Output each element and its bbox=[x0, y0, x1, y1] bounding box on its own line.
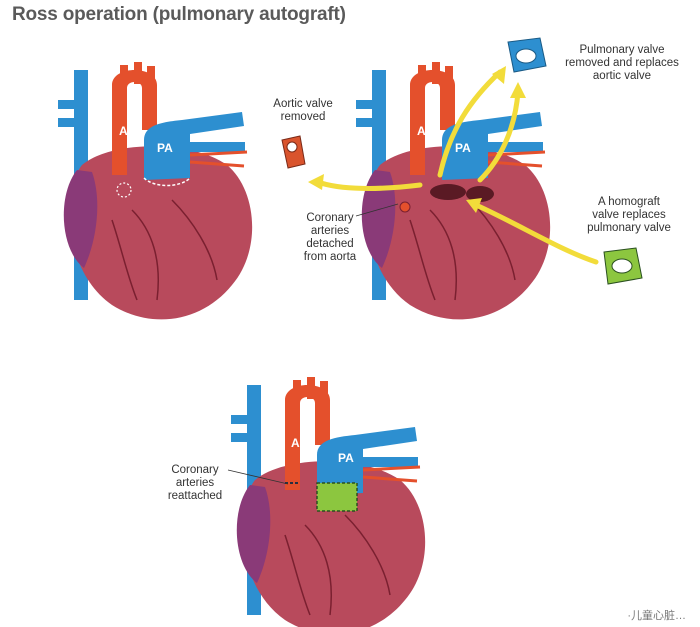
yellow-arrows bbox=[315, 69, 599, 265]
label-coronary-detached: Coronary arteries detached from aorta bbox=[303, 212, 357, 263]
label-homograft-replaces: A homograft valve replaces pulmonary val… bbox=[587, 196, 671, 234]
homograft-valve-icon bbox=[603, 247, 643, 285]
leader-detached bbox=[355, 203, 399, 217]
label-pa-3: PA bbox=[338, 451, 354, 465]
label-pulmonary-valve-replaces: Pulmonary valve removed and replaces aor… bbox=[565, 44, 679, 82]
watermark: ·儿童心脏… bbox=[627, 610, 686, 622]
heart-before bbox=[56, 60, 254, 321]
label-ao-2: Ao bbox=[417, 124, 433, 138]
heart-during bbox=[354, 60, 552, 321]
leader-reattached bbox=[227, 469, 289, 485]
label-aortic-valve-removed: Aortic valve removed bbox=[273, 98, 333, 123]
page-title: Ross operation (pulmonary autograft) bbox=[12, 4, 346, 25]
label-coronary-reattached: Coronary arteries reattached bbox=[167, 464, 223, 502]
label-ao-3: Ao bbox=[291, 436, 307, 450]
label-ao-1: Ao bbox=[119, 124, 135, 138]
pulmonary-valve-icon bbox=[507, 37, 547, 73]
label-pa-1: PA bbox=[157, 141, 173, 155]
aortic-valve-removed-icon bbox=[281, 135, 306, 169]
arrow-heads bbox=[308, 66, 526, 213]
label-pa-2: PA bbox=[455, 141, 471, 155]
heart-after bbox=[229, 375, 427, 627]
